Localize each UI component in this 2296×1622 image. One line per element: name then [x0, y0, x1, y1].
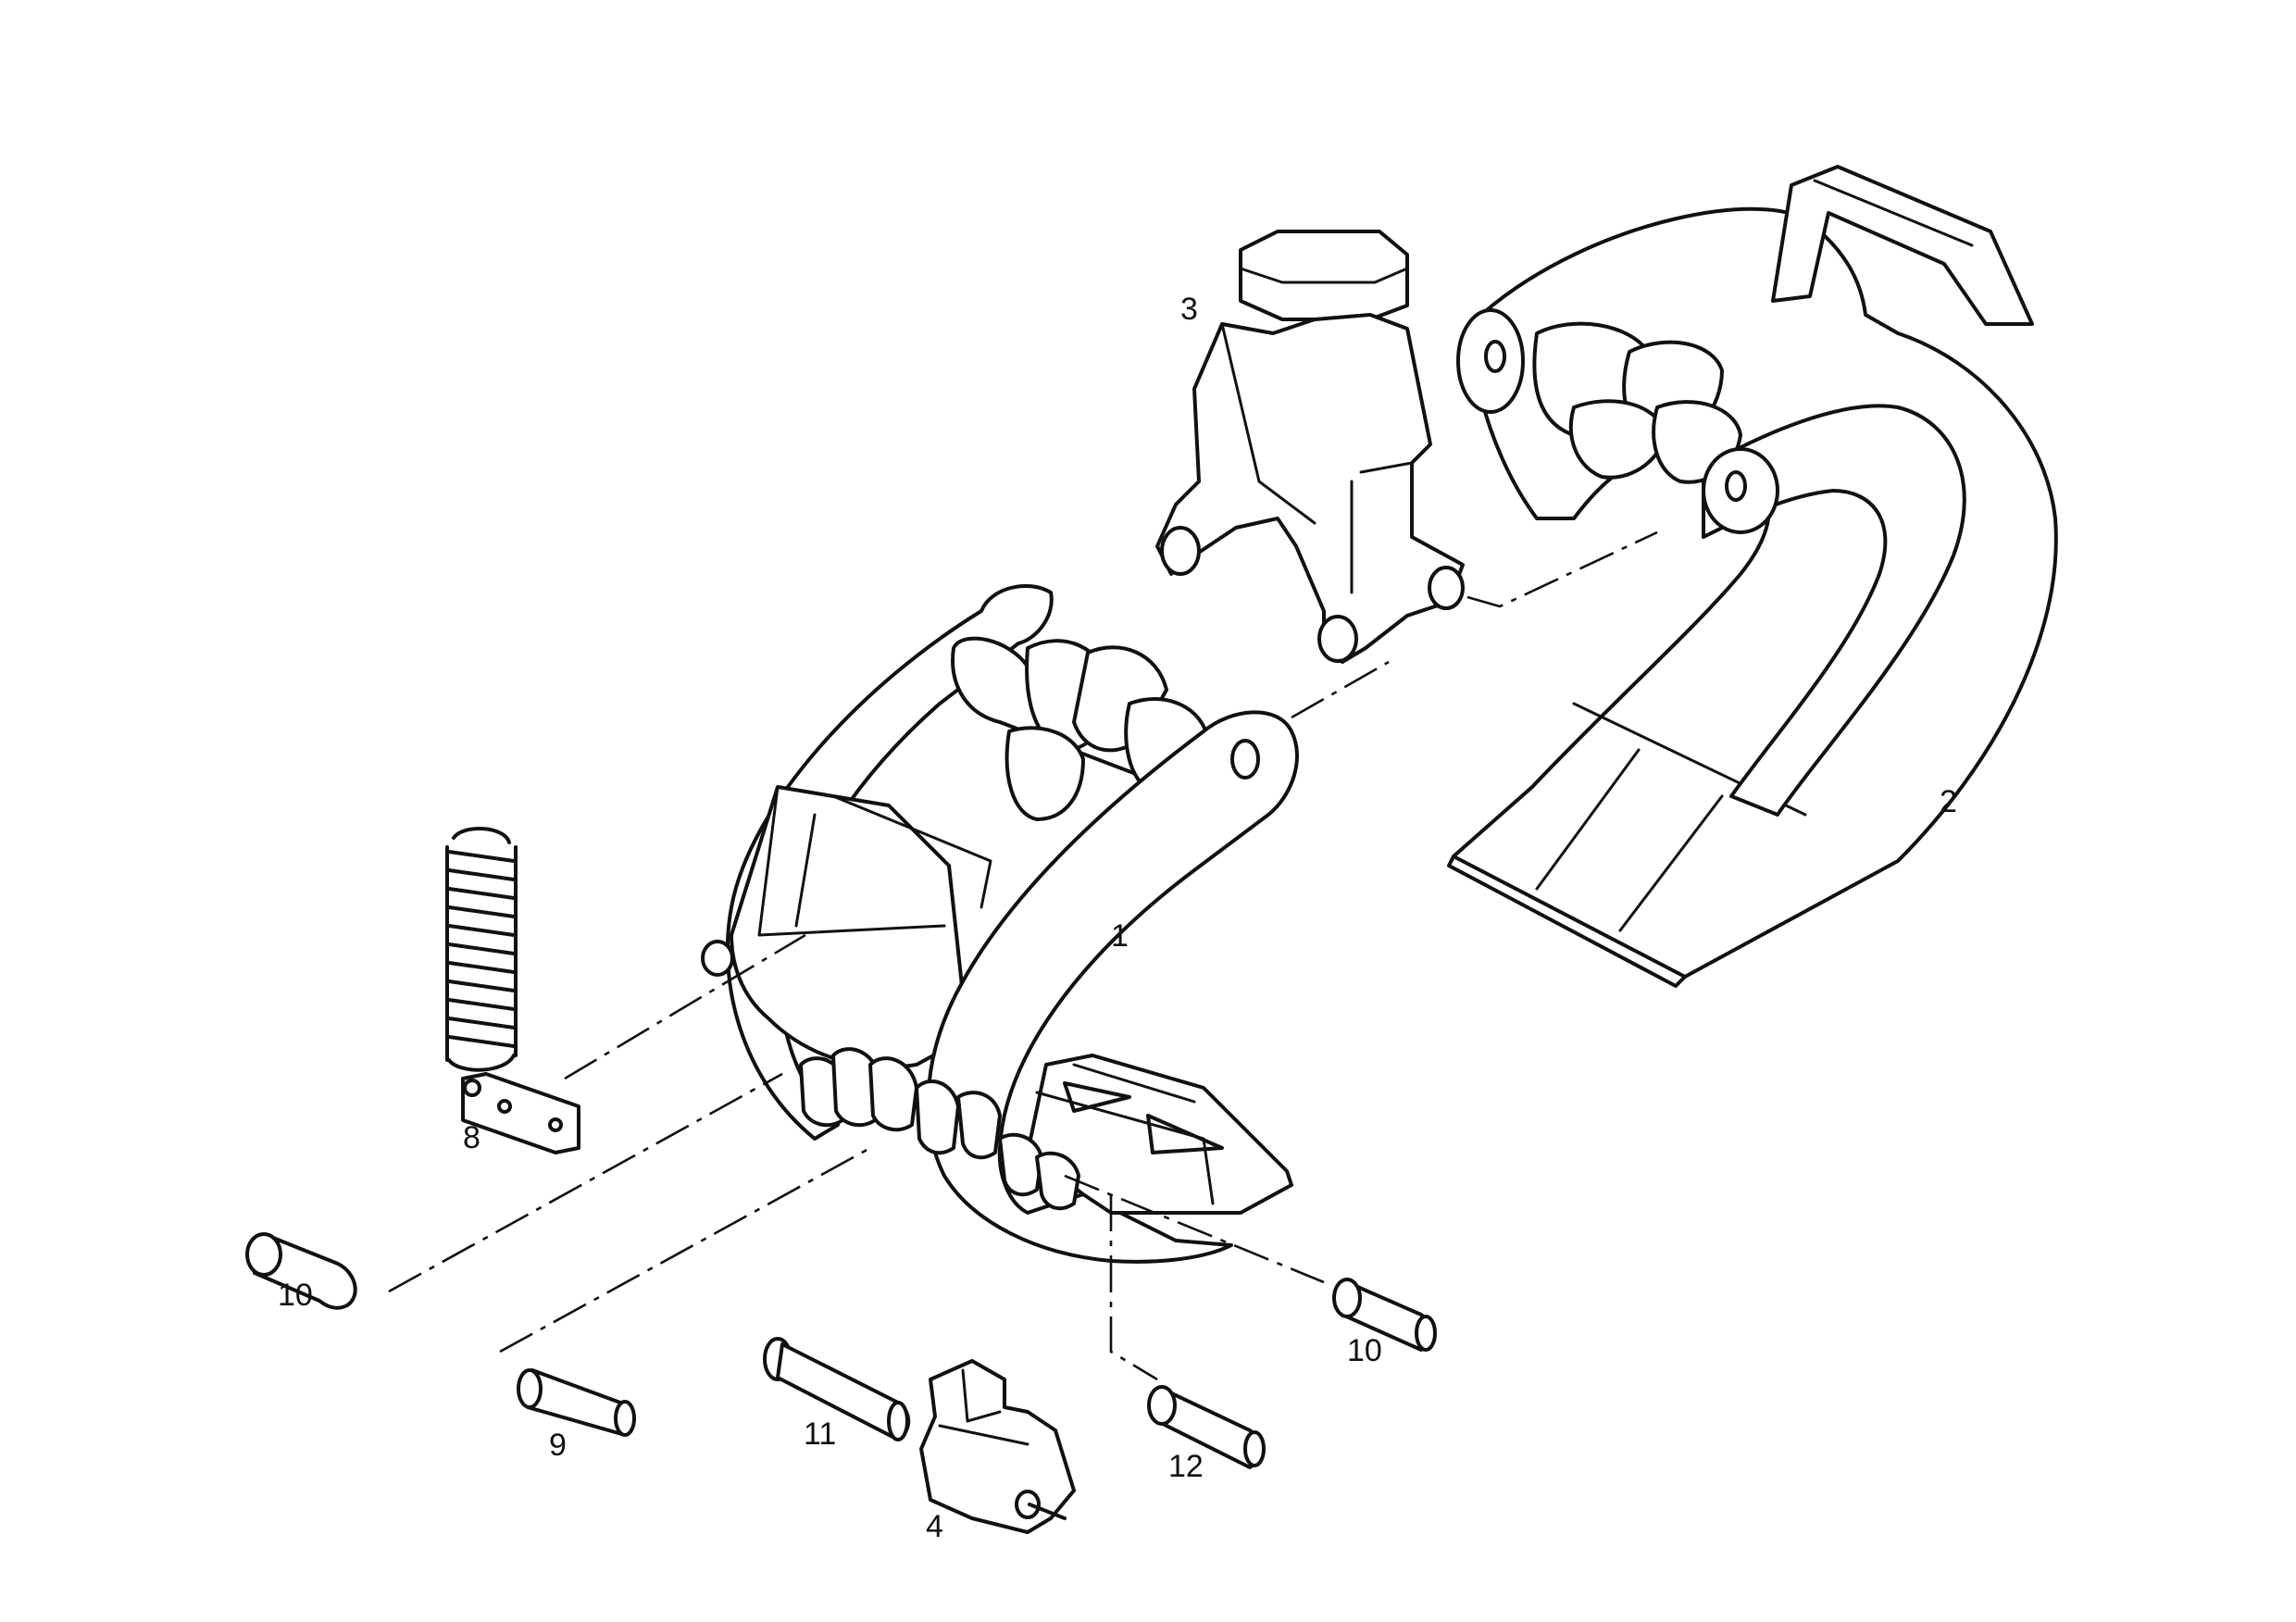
callout-2: 2 — [1940, 784, 1957, 819]
part-2-rear-tine — [1447, 165, 2058, 988]
part-3-rotator-bracket — [1155, 230, 1465, 664]
callout-10-right: 10 — [1347, 1333, 1382, 1368]
callout-11: 11 — [804, 1416, 836, 1452]
callout-8: 8 — [463, 1120, 480, 1155]
part-12-pin — [1147, 1385, 1266, 1469]
part-10-pin-left — [245, 1232, 357, 1310]
part-8-spring — [445, 827, 580, 1154]
callout-4: 4 — [926, 1509, 943, 1544]
part-4-block — [919, 1359, 1076, 1534]
part-1-front-tine — [701, 583, 1299, 1264]
callout-labels: 1 2 3 4 8 9 10 10 11 12 — [278, 292, 1957, 1544]
callout-9: 9 — [549, 1428, 567, 1463]
callout-12: 12 — [1168, 1449, 1204, 1484]
part-10-pin-right — [1332, 1278, 1437, 1352]
callout-1: 1 — [1111, 918, 1129, 954]
callout-10-left: 10 — [278, 1278, 313, 1313]
part-11-pin — [763, 1337, 911, 1441]
part-9-pin — [517, 1368, 636, 1437]
callout-3: 3 — [1180, 292, 1198, 327]
assembly-leader-lines — [388, 530, 1658, 1381]
